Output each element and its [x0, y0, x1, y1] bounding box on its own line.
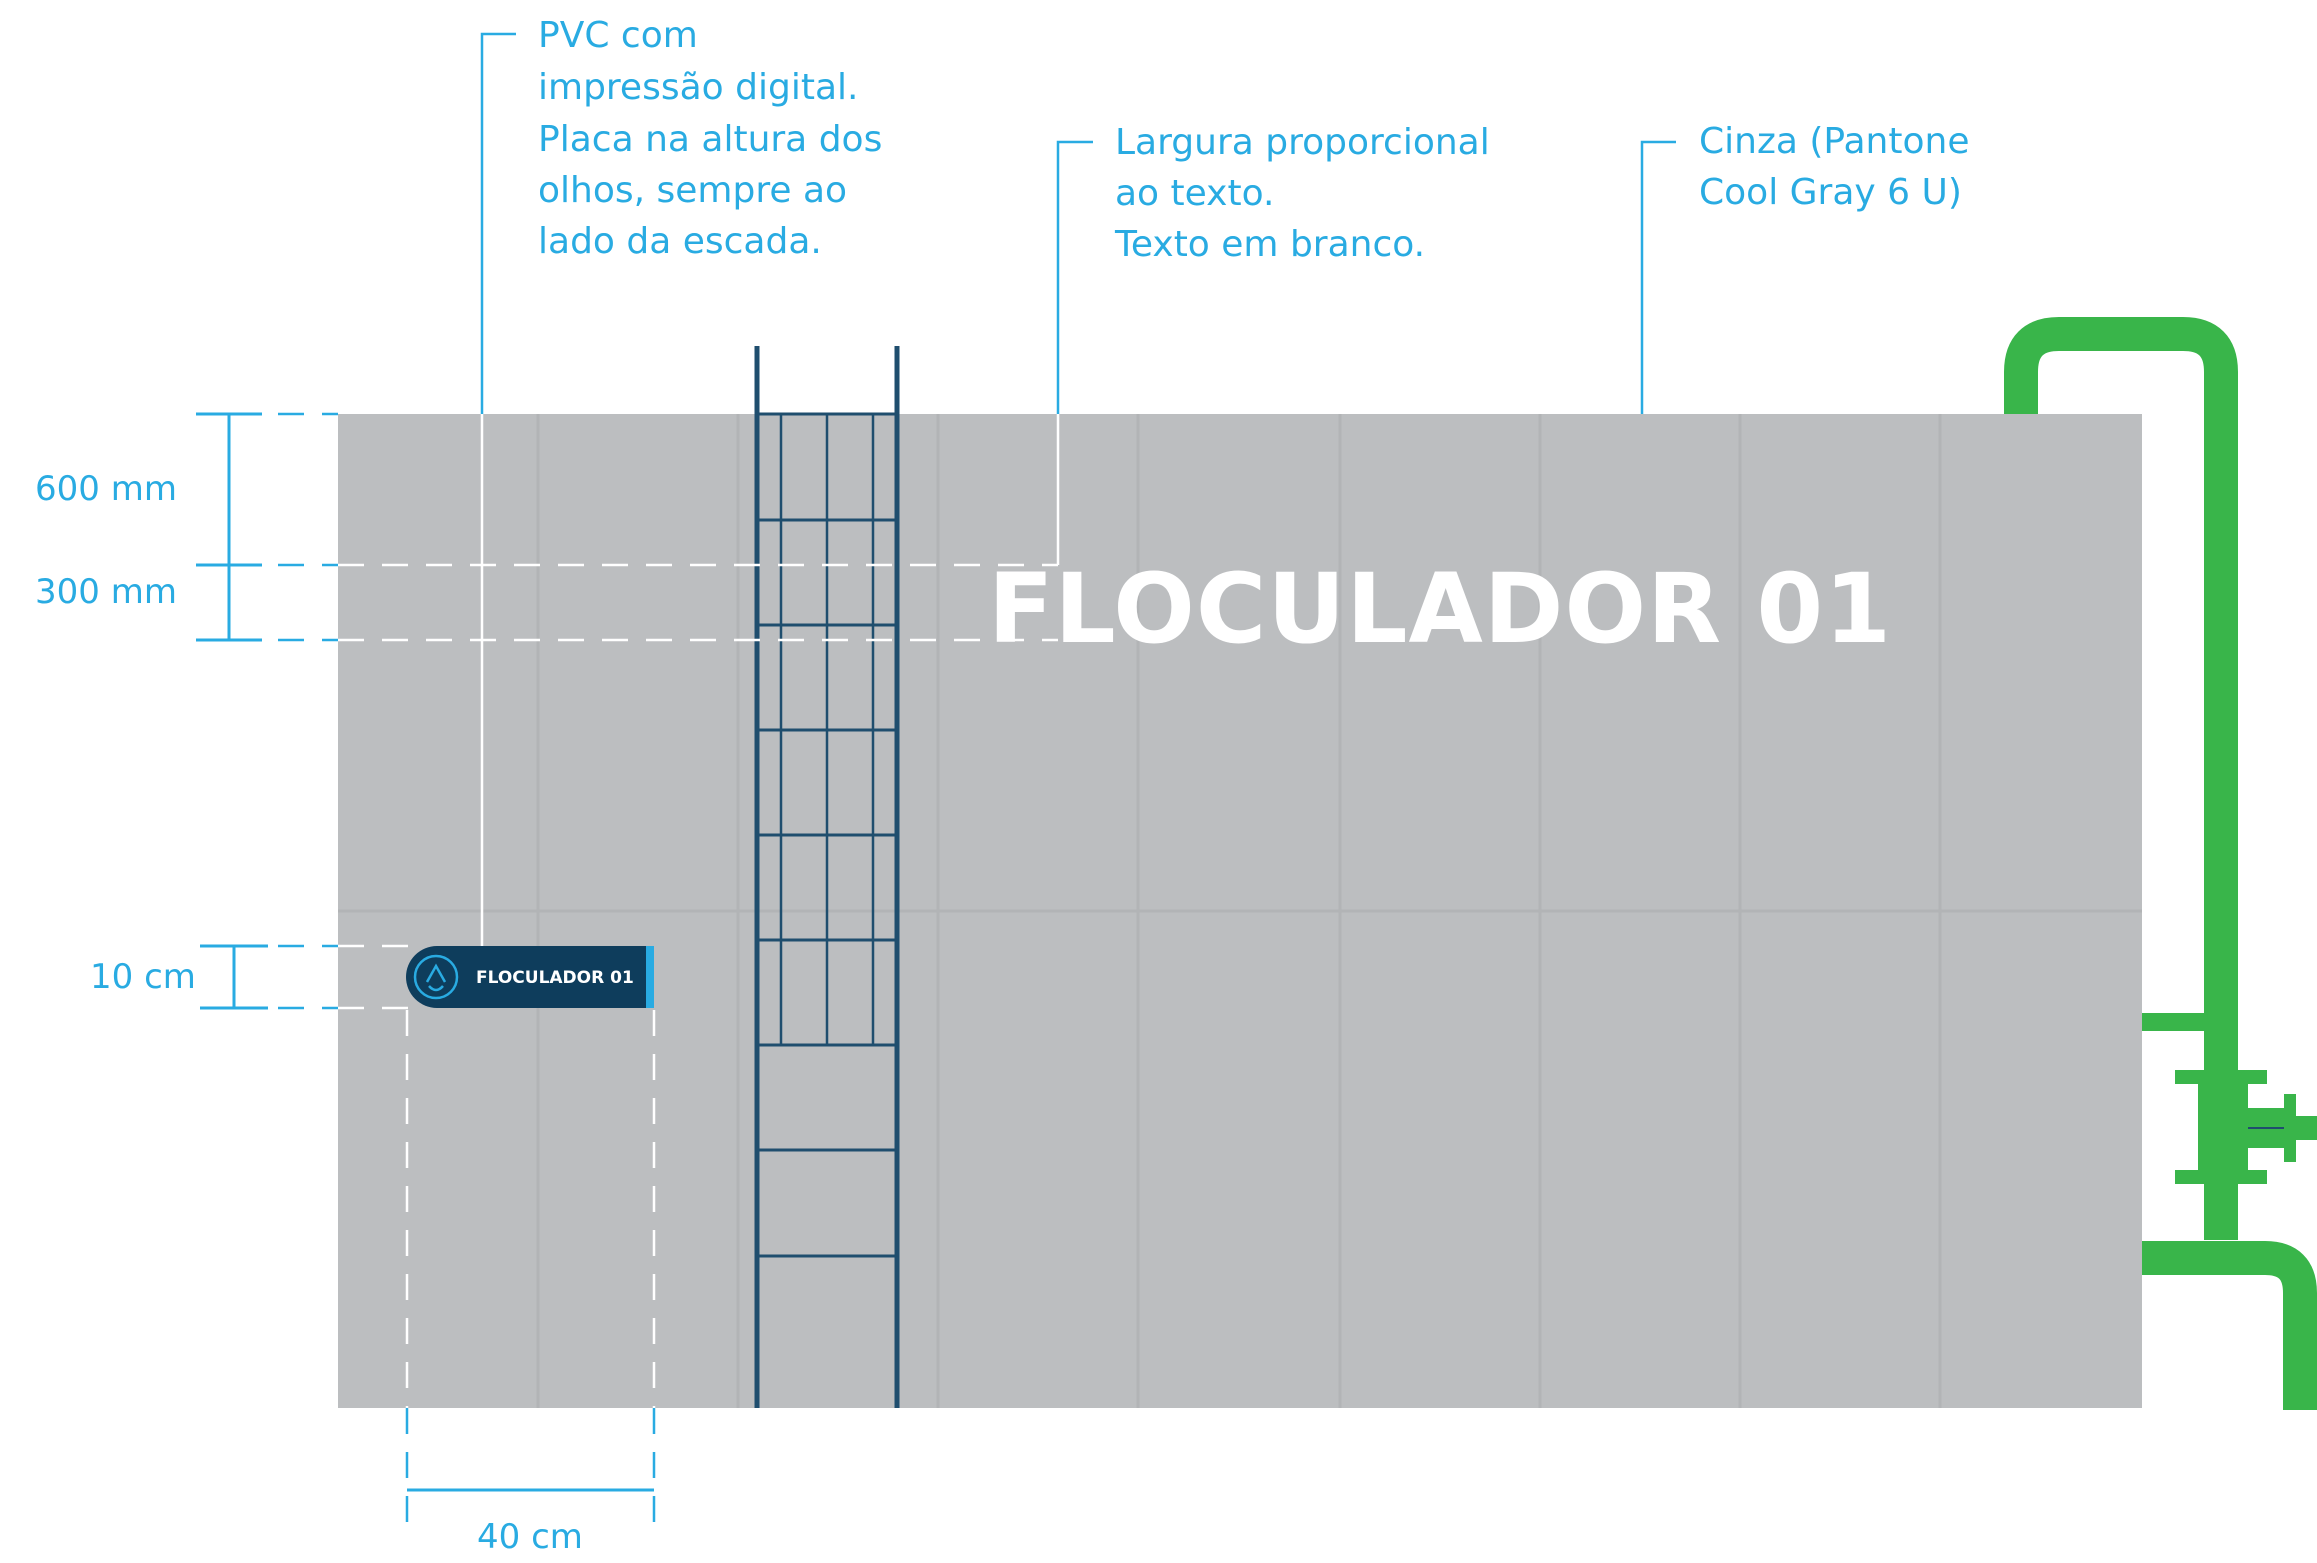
callout-cinza: Cinza (Pantone Cool Gray 6 U) — [1699, 121, 1969, 213]
plaque: FLOCULADOR 01 — [406, 946, 654, 1008]
plaque-body — [406, 946, 654, 1008]
callout-pvc: PVC com impressão digital. Placa na altu… — [538, 15, 882, 262]
callout-largura-line: Texto em branco. — [1114, 224, 1425, 265]
dashed-guides — [234, 412, 1058, 1524]
plaque-accent-bar — [646, 946, 654, 1008]
callout-pvc-line: impressão digital. — [538, 67, 858, 108]
callout-largura-line: Largura proporcional — [1115, 122, 1490, 163]
dimension-markers — [196, 412, 654, 1492]
callout-largura-line: ao texto. — [1115, 173, 1274, 214]
tank: FLOCULADOR 01 — [338, 414, 2142, 1408]
callout-largura: Largura proporcional ao texto. Texto em … — [1114, 122, 1490, 265]
callout-pvc-line: lado da escada. — [538, 221, 822, 262]
green-pipe-lower — [2140, 1241, 2317, 1410]
callout-pvc-line: PVC com — [538, 15, 698, 56]
plaque-label: FLOCULADOR 01 — [476, 968, 634, 988]
dim-300mm: 300 mm — [35, 572, 177, 612]
callout-pvc-line: olhos, sempre ao — [538, 170, 847, 211]
callout-cinza-line: Cool Gray 6 U) — [1699, 172, 1962, 213]
water-drop-logo-icon — [413, 954, 459, 1000]
ladder — [754, 346, 900, 1408]
callout-pvc-line: Placa na altura dos — [538, 119, 882, 160]
tank-label: FLOCULADOR 01 — [988, 553, 1892, 665]
dim-600mm: 600 mm — [35, 469, 177, 509]
callout-leaders — [480, 32, 1676, 946]
dim-10cm: 10 cm — [90, 957, 196, 997]
tank-panel-seams — [338, 414, 2142, 1408]
green-valve — [2175, 1070, 2317, 1184]
green-pipe-main — [2004, 317, 2238, 1240]
green-pipe-system — [2004, 317, 2317, 1410]
callout-cinza-line: Cinza (Pantone — [1699, 121, 1969, 162]
dim-40cm: 40 cm — [477, 1517, 583, 1557]
